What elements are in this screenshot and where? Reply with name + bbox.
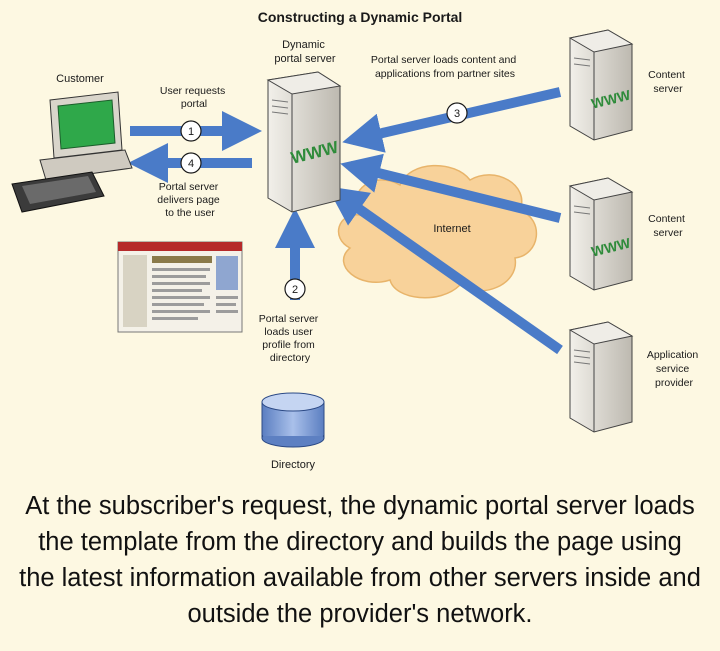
content-server-1-icon: WWW Content server [568, 29, 688, 141]
step3-label: Portal server loads content and applicat… [371, 54, 519, 80]
step4-label: Portal server delivers page to the user [157, 181, 222, 219]
portal-server-icon: Dynamic portal server WWW [266, 39, 342, 213]
diagram-title: Constructing a Dynamic Portal [258, 9, 463, 25]
arrow-content2 [340, 153, 562, 223]
content-server-1-label: Content server [648, 69, 688, 95]
step1-number: 1 [188, 126, 194, 138]
step3-number: 3 [454, 108, 460, 120]
step1-label: User requests portal [160, 85, 228, 110]
caption: At the subscriber's request, the dynamic… [19, 492, 701, 628]
directory-database-icon: Directory [261, 392, 325, 471]
step2-number: 2 [292, 284, 298, 296]
directory-label: Directory [271, 459, 316, 471]
portal-server-label: Dynamic portal server [274, 39, 335, 65]
step-badges: 1 4 2 3 [180, 102, 468, 300]
internet-label: Internet [433, 223, 470, 235]
content-server-2-label: Content server [648, 213, 688, 239]
portal-diagram: Constructing a Dynamic Portal Internet 1… [11, 9, 701, 471]
app-provider-label: Application service provider [647, 349, 701, 389]
customer-label: Customer [56, 73, 104, 85]
step2-label: Portal server loads user profile from di… [259, 313, 321, 364]
arrow-app-provider [326, 186, 563, 355]
arrows [128, 87, 563, 355]
app-provider-server-icon: Application service provider [568, 321, 701, 433]
content-server-2-icon: WWW Content server [568, 177, 688, 291]
step4-number: 4 [188, 158, 194, 170]
portal-page-thumbnail [117, 241, 243, 333]
customer-computer-icon: Customer [11, 73, 133, 213]
